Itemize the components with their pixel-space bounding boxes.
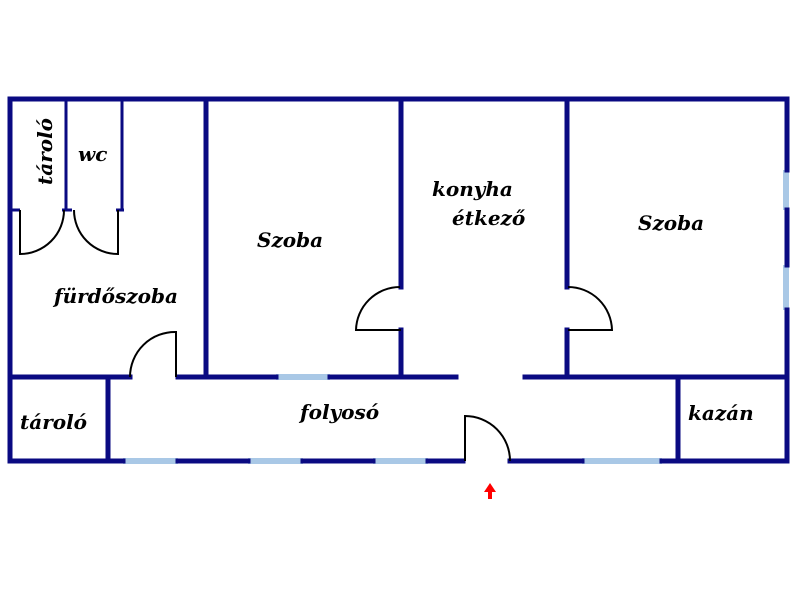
label-bathroom: fürdőszoba [52,284,178,308]
door-kitchen-left [354,286,401,331]
door-bathroom [129,330,177,378]
window-corridor-3 [373,458,428,464]
exterior-walls [7,96,790,464]
label-wc: wc [78,142,107,166]
window-corridor-1 [123,458,178,464]
window-boiler [582,458,662,464]
window-room-left [276,374,330,380]
window-right-top [783,170,789,210]
label-kitchen-line1: konyha [432,177,513,201]
label-storage-top: tároló [33,118,57,185]
label-boiler: kazán [688,401,754,425]
door-wc [73,209,119,256]
windows [123,170,789,464]
window-corridor-2 [248,458,303,464]
door-room-right [567,286,614,331]
interior-walls [7,96,790,464]
entrance-arrow-icon [484,483,496,499]
label-corridor: folyosó [298,400,379,424]
door-storage-top [19,209,65,256]
label-storage-bottom: tároló [20,410,87,434]
label-room-right: Szoba [638,211,704,235]
window-right-mid [783,265,789,310]
label-kitchen-line2: étkező [452,206,526,230]
label-room-left: Szoba [257,228,323,252]
doors [19,209,614,462]
door-entrance [464,414,511,462]
